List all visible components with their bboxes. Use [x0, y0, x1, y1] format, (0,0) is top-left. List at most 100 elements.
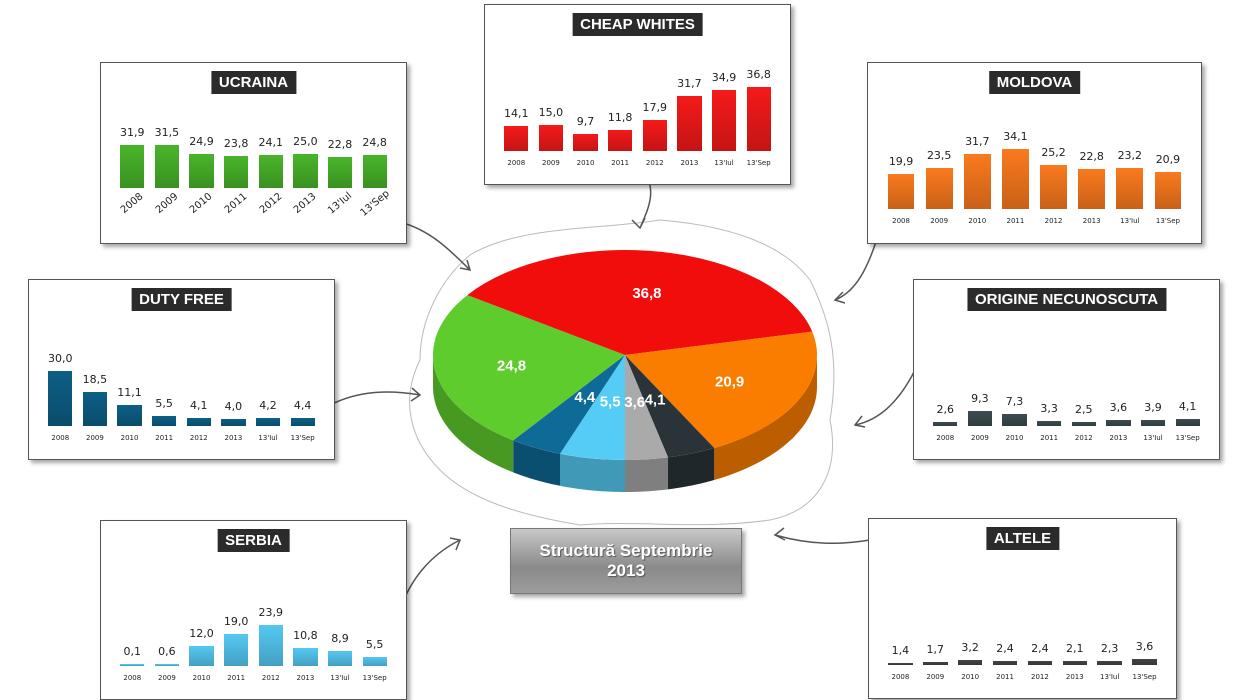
- pie-label: 24,8: [497, 358, 526, 375]
- bar: [327, 650, 353, 666]
- tick-label: 2009: [542, 159, 560, 167]
- bar: [923, 662, 948, 665]
- pie-title-line1: Structură Septembrie: [539, 541, 713, 560]
- pie-side-serbia: [560, 453, 625, 492]
- data-label: 24,8: [362, 135, 387, 149]
- data-label: 8,9: [331, 631, 349, 645]
- data-label: 2,6: [936, 402, 955, 416]
- tick-label: 2010: [188, 191, 215, 216]
- tick-label: 2010: [961, 673, 980, 681]
- tick-label: 13'Iul: [325, 190, 355, 217]
- data-label: 1,7: [926, 643, 945, 657]
- pie-side-origine-necunoscuta: [668, 447, 715, 490]
- pie-slice-cheap-whites: [467, 250, 813, 355]
- data-label: 18,5: [82, 372, 108, 386]
- tick-label: 2010: [192, 674, 211, 682]
- bar: [925, 167, 953, 209]
- data-label: 19,9: [888, 155, 914, 169]
- bar-column: 12,0 2010: [189, 521, 214, 682]
- pie-label: 36,8: [632, 285, 661, 302]
- tick-label: 2008: [892, 217, 910, 225]
- pie-label: 4,4: [574, 389, 596, 406]
- tick-label: 2012: [1044, 217, 1063, 225]
- tick-label: 2012: [257, 191, 285, 216]
- tick-label: 2011: [1006, 217, 1025, 225]
- bar: [82, 391, 108, 426]
- bar: [1037, 420, 1062, 426]
- bar: [538, 124, 564, 151]
- data-label: 31,5: [154, 126, 180, 140]
- bar: [117, 405, 142, 426]
- bar: [967, 411, 993, 426]
- bar: [1154, 172, 1182, 209]
- pie-slice-ucraina: [433, 295, 625, 441]
- tick-label: 13'Sep: [746, 159, 771, 167]
- tick-label: 2009: [930, 217, 949, 225]
- bar: [152, 415, 177, 426]
- tick-label: 13'Sep: [1175, 434, 1200, 442]
- bar: [224, 155, 249, 188]
- data-label: 14,1: [504, 107, 529, 121]
- pie-label: 5,5: [600, 394, 621, 411]
- panel-title: SERBIA: [217, 529, 290, 552]
- tick-label: 2008: [119, 191, 146, 216]
- tick-label: 2010: [968, 217, 987, 225]
- data-label: 11,8: [607, 111, 633, 125]
- data-label: 9,7: [576, 115, 595, 129]
- data-label: 12,0: [189, 626, 214, 640]
- pie-slice-altele: [625, 355, 669, 460]
- tick-label: 13'Sep: [362, 674, 387, 682]
- pie-label: 20,9: [715, 373, 744, 390]
- panel-title: ORIGINE NECUNOSCUTA: [966, 288, 1167, 311]
- bar: [224, 633, 249, 666]
- data-label: 5,5: [155, 396, 173, 410]
- bar: [1040, 164, 1067, 209]
- tick-label: 2008: [891, 673, 910, 681]
- bar: [1175, 419, 1200, 426]
- pie-title-line2: 2013: [607, 561, 645, 580]
- tick-label: 2011: [611, 159, 630, 167]
- bar: [120, 144, 145, 188]
- bar: [1002, 414, 1027, 426]
- pie-slice-serbia: [560, 355, 625, 460]
- pie-slice-duty-free: [513, 355, 625, 454]
- tick-label: 2013: [296, 674, 315, 682]
- tick-label: 2008: [123, 674, 142, 682]
- map-outline: [409, 219, 835, 526]
- panel-title: UCRAINA: [210, 71, 297, 94]
- bar: [48, 370, 73, 426]
- data-label: 23,5: [926, 148, 952, 162]
- bar: [1097, 661, 1122, 665]
- tick-label: 2009: [153, 191, 181, 216]
- bar: [362, 656, 387, 666]
- pie-side-moldova: [714, 355, 817, 480]
- data-label: 23,9: [258, 606, 284, 620]
- bar: [504, 126, 529, 151]
- data-label: 0,6: [158, 645, 176, 658]
- data-label: 4,2: [259, 399, 277, 413]
- tick-label: 13'Sep: [290, 434, 315, 442]
- data-label: 24,9: [189, 135, 214, 149]
- pie-slice-moldova: [625, 331, 817, 448]
